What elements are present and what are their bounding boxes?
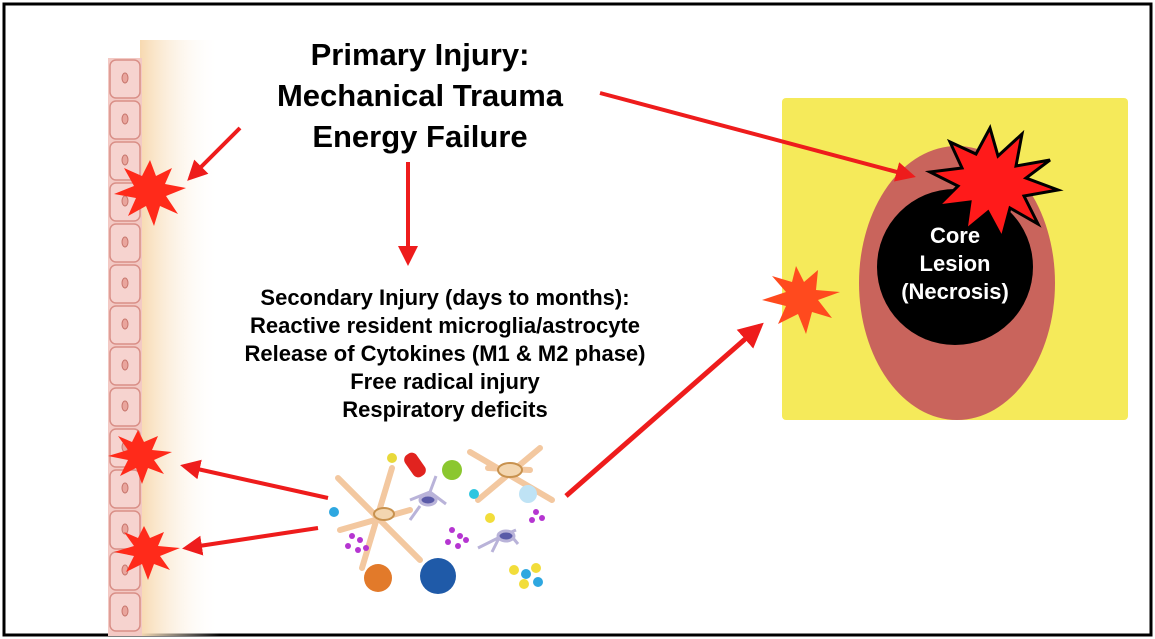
endothelial-nucleus: [122, 483, 128, 493]
core-lesion-line-3: (Necrosis): [880, 278, 1030, 306]
green-particle: [442, 460, 462, 480]
endothelial-nucleus: [122, 73, 128, 83]
yellow-particle: [387, 453, 397, 463]
core-lesion-label: Core Lesion (Necrosis): [880, 222, 1030, 306]
crescent-cell: [519, 485, 537, 503]
primary-injury-line-2: Energy Failure: [230, 116, 610, 157]
secondary-injury-line-3: Free radical injury: [180, 368, 710, 396]
primary-injury-line-1: Mechanical Trauma: [230, 75, 610, 116]
blue-particle: [329, 507, 339, 517]
endothelial-nucleus: [122, 319, 128, 329]
endothelial-nucleus: [122, 155, 128, 165]
neutrophil-cell: [364, 564, 392, 592]
core-lesion-line-1: Core: [880, 222, 1030, 250]
endothelial-nucleus: [122, 196, 128, 206]
secondary-injury-line-4: Respiratory deficits: [180, 396, 710, 424]
endothelial-nucleus: [122, 278, 128, 288]
monocyte-cell: [420, 558, 456, 594]
endothelial-nucleus: [122, 114, 128, 124]
endothelial-nucleus: [122, 237, 128, 247]
secondary-injury-line-1: Reactive resident microglia/astrocyte: [180, 312, 710, 340]
secondary-injury-text: Secondary Injury (days to months): React…: [180, 284, 710, 424]
endothelial-nucleus: [122, 606, 128, 616]
primary-injury-title: Primary Injury:: [230, 34, 610, 75]
primary-injury-text: Primary Injury: Mechanical Trauma Energy…: [230, 34, 610, 157]
cyan-particle: [469, 489, 479, 499]
secondary-injury-title: Secondary Injury (days to months):: [180, 284, 710, 312]
endothelial-nucleus: [122, 401, 128, 411]
core-lesion-line-2: Lesion: [880, 250, 1030, 278]
secondary-injury-line-2: Release of Cytokines (M1 & M2 phase): [180, 340, 710, 368]
endothelial-nucleus: [122, 360, 128, 370]
yellow-particle-2: [485, 513, 495, 523]
